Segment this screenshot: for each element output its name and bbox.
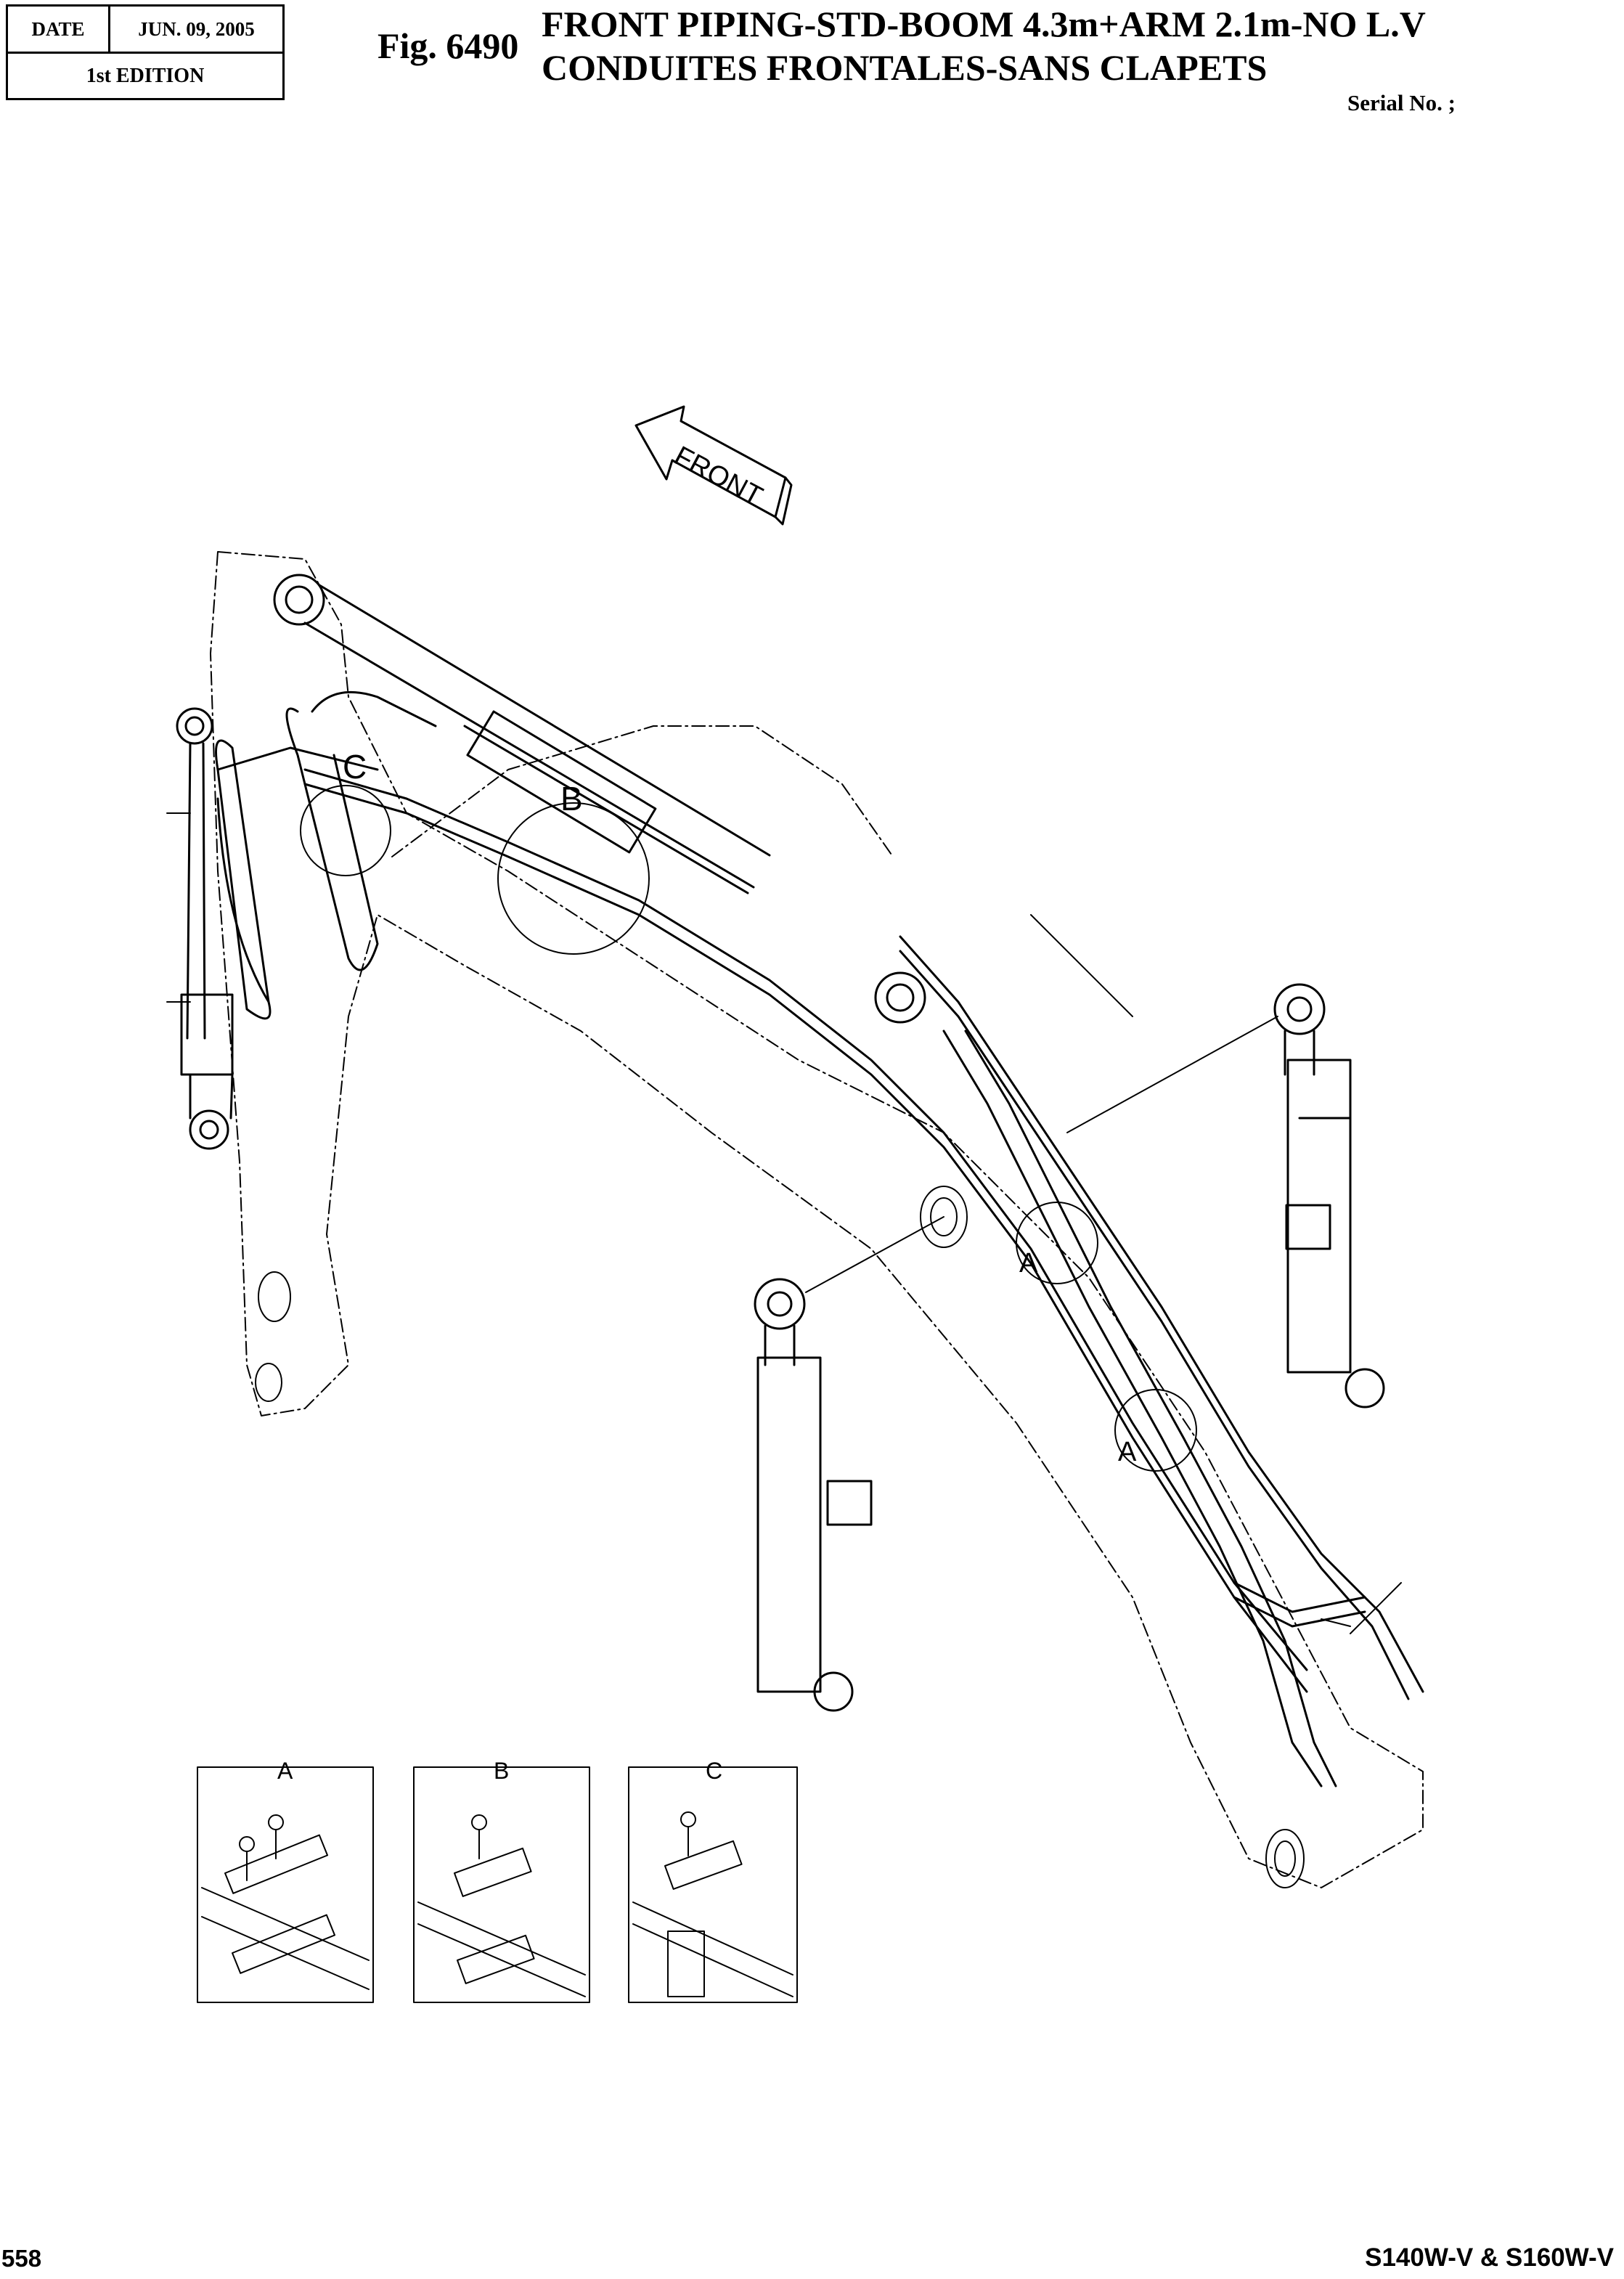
callout-a2-label: A [1118,1437,1137,1467]
boom-hoses [303,768,1424,1787]
detail-panel-a: A [197,1758,374,2003]
detail-panel-a-title: A [277,1758,293,1784]
page-number: 558 [1,2245,42,2272]
callout-c-label: C [343,748,367,786]
header-box: DATE JUN. 09, 2005 1st EDITION [6,4,285,100]
page-subtitle: CONDUITES FRONTALES-SANS CLAPETS [542,47,1268,88]
boom-body [210,551,1424,1888]
arm-cylinder-right [1273,983,1385,1408]
callout-b-label: B [560,780,583,818]
header-row: DATE JUN. 09, 2005 [8,7,282,54]
bucket-cylinder [754,1278,873,1712]
leader-lines [166,812,1402,1634]
figure-number: Fig. 6490 [378,25,519,66]
model-name: S140W-V & S160W-V [1365,2243,1614,2272]
boom-bushings [255,1186,1305,1888]
boom-cylinder [273,574,926,1024]
date-value: JUN. 09, 2005 [138,17,255,40]
front-arrow: FRONT [634,405,793,526]
edition-label: 1st EDITION [86,65,205,87]
hose-loop-left [215,690,437,1020]
detail-panel-b-title: B [494,1758,509,1784]
serial-number: Serial No. ; [1347,90,1456,115]
detail-circles [300,785,1197,1472]
detail-panel-c: C [628,1758,798,2003]
callout-a1-label: A [1019,1248,1038,1279]
page-title: FRONT PIPING-STD-BOOM 4.3m+ARM 2.1m-NO L… [542,4,1426,44]
date-label: DATE [8,7,110,52]
arm-cylinder-left [176,707,234,1150]
detail-panel-b: B [413,1758,590,2003]
detail-panel-c-title: C [706,1758,722,1784]
